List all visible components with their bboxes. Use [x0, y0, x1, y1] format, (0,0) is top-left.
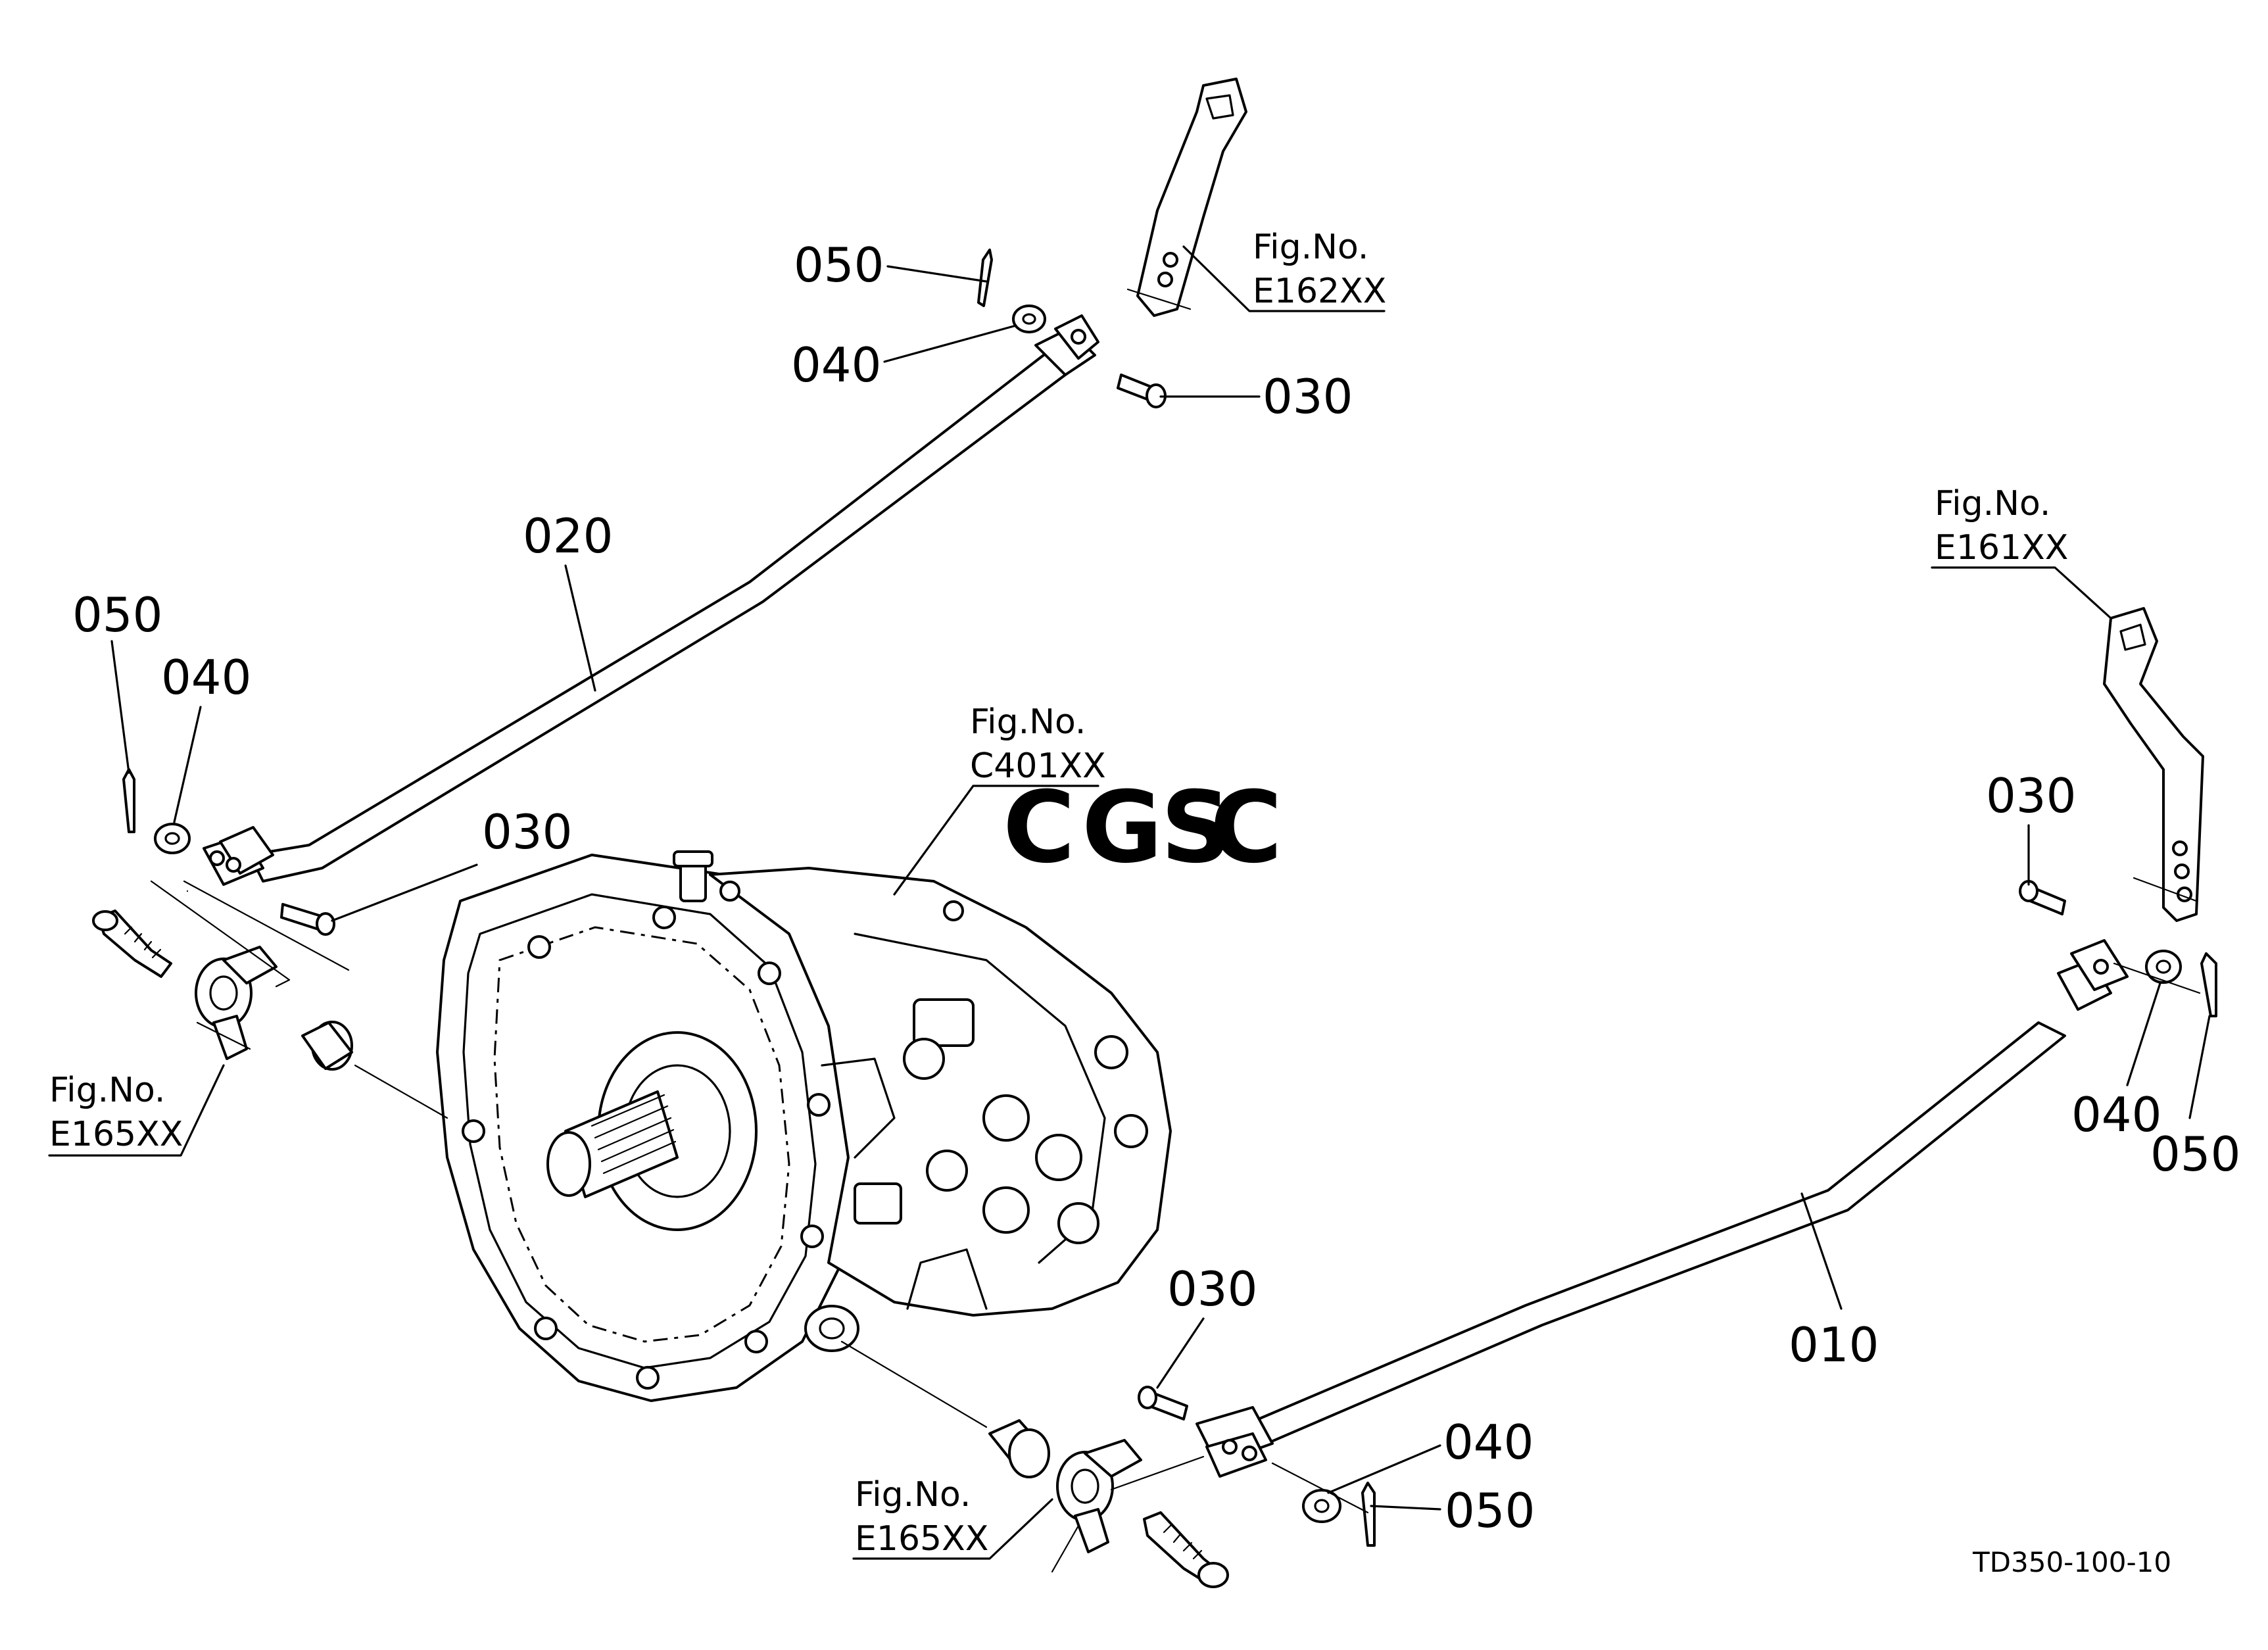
callout-050-top: 050 — [794, 237, 884, 293]
callout-040-right: 040 — [2071, 1087, 2161, 1142]
callout-labels: 050 040 030 020 050 040 030 030 040 050 … — [72, 237, 2240, 1538]
fig-ref-c401-line2: C401XX — [970, 746, 1106, 786]
callout-010: 010 — [1789, 1317, 1879, 1372]
fig-ref-e165-left-line2: E165XX — [49, 1115, 183, 1154]
transmission-housing-drawing — [436, 850, 1172, 1402]
fig-ref-c401-line1: Fig.No. — [970, 702, 1086, 742]
callout-020: 020 — [523, 508, 613, 564]
lever-arm-e162 — [1126, 78, 1247, 317]
callout-050-bottom: 050 — [1445, 1483, 1535, 1538]
watermark-letter-g: G — [1082, 771, 1163, 885]
fig-ref-e165-left-line1: Fig.No. — [49, 1071, 165, 1110]
callout-040-top: 040 — [791, 337, 881, 393]
lever-arm-e161 — [2103, 607, 2204, 922]
cgsc-watermark-logo: C G S C — [1003, 771, 1282, 885]
drawing-document-id: TD350-100-10 — [1972, 1546, 2171, 1578]
callout-050-right: 050 — [2150, 1127, 2240, 1182]
bottom-hardware-group — [840, 1340, 1376, 1588]
fig-ref-e162-line1: Fig.No. — [1253, 228, 1368, 267]
callout-040-bottom: 040 — [1443, 1415, 1533, 1470]
fig-ref-e162-line2: E162XX — [1253, 272, 1386, 311]
lower-rod-010 — [1195, 939, 2129, 1478]
upper-rod-020 — [203, 314, 1099, 886]
leader-lines — [48, 245, 2211, 1560]
figure-references: Fig.No. E162XX Fig.No. E161XX Fig.No. C4… — [49, 228, 2068, 1559]
fig-ref-e165-bottom-line2: E165XX — [855, 1519, 988, 1559]
right-hardware-group — [2019, 880, 2217, 1017]
watermark-letter-c2: C — [1210, 771, 1282, 885]
callout-030-left: 030 — [482, 804, 572, 860]
fig-ref-e161-line1: Fig.No. — [1935, 484, 2050, 523]
fig-ref-e165-bottom-line1: Fig.No. — [855, 1475, 971, 1515]
left-hardware-group — [92, 768, 448, 1119]
watermark-letter-c1: C — [1003, 771, 1075, 885]
callout-040-left: 040 — [161, 650, 251, 705]
callout-050-left: 050 — [72, 587, 162, 643]
fig-ref-e161-line2: E161XX — [1935, 528, 2068, 568]
watermark-letter-s: S — [1161, 771, 1232, 885]
top-hardware-group — [977, 249, 1167, 408]
callout-030-top: 030 — [1263, 369, 1353, 424]
callout-030-right: 030 — [1986, 768, 2076, 823]
callout-030-bottom: 030 — [1167, 1261, 1257, 1317]
